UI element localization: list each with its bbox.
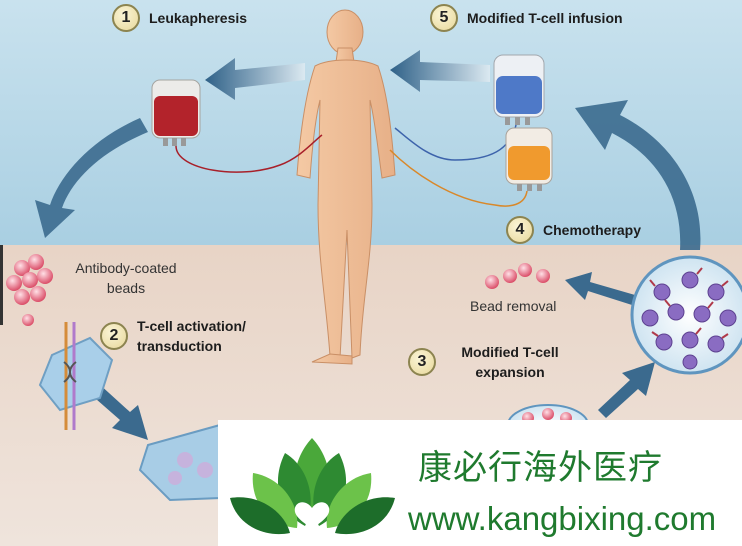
step-1: 1 Leukapheresis bbox=[112, 4, 247, 32]
arrow-to-body bbox=[390, 50, 490, 92]
step-4: 4 Chemotherapy bbox=[506, 216, 641, 244]
patient-figure bbox=[296, 9, 396, 365]
arrow-to-flask bbox=[88, 383, 148, 440]
watermark-url: www.kangbixing.com bbox=[408, 500, 717, 537]
step-5-label: Modified T-cell infusion bbox=[467, 10, 623, 26]
bead-removal-label: Bead removal bbox=[470, 298, 557, 314]
modified-t-cell-culture bbox=[630, 255, 742, 375]
step-1-label: Leukapheresis bbox=[149, 10, 248, 26]
step-3-badge: 3 bbox=[408, 348, 436, 376]
activated-t-cell bbox=[38, 322, 114, 430]
blood-bag bbox=[151, 79, 201, 146]
step-2: 2 T-cell activation/ transduction bbox=[100, 316, 287, 356]
removed-beads bbox=[485, 263, 550, 289]
infusion-bag bbox=[493, 54, 545, 125]
left-edge-bar bbox=[0, 245, 3, 325]
bead-cluster bbox=[6, 254, 53, 326]
step-1-badge: 1 bbox=[112, 4, 140, 32]
step-2-label: T-cell activation/ transduction bbox=[137, 318, 246, 354]
lotus-logo bbox=[230, 438, 395, 535]
arrow-to-blood-bag bbox=[205, 58, 305, 100]
blood-tube bbox=[175, 134, 323, 173]
culture-flask bbox=[138, 423, 221, 502]
arrow-to-beads bbox=[35, 118, 148, 238]
chemo-bag bbox=[505, 127, 553, 191]
arrow-to-expansion bbox=[598, 362, 655, 418]
step-5: 5 Modified T-cell infusion bbox=[430, 4, 623, 32]
beads-label: Antibody-coated beads bbox=[75, 260, 177, 296]
step-3-label: Modified T-cell expansion bbox=[461, 344, 559, 380]
watermark-name: 康必行海外医疗 bbox=[418, 448, 663, 488]
step-4-label: Chemotherapy bbox=[543, 222, 642, 238]
step-2-badge: 2 bbox=[100, 322, 128, 350]
infusion-tube bbox=[394, 124, 517, 161]
arrow-to-bead-removal bbox=[565, 272, 635, 305]
arrow-to-infusion bbox=[575, 100, 701, 250]
chemo-tube bbox=[389, 149, 528, 207]
step-4-badge: 4 bbox=[506, 216, 534, 244]
step-3: 3 Modified T-cell expansion bbox=[408, 342, 575, 382]
step-5-badge: 5 bbox=[430, 4, 458, 32]
